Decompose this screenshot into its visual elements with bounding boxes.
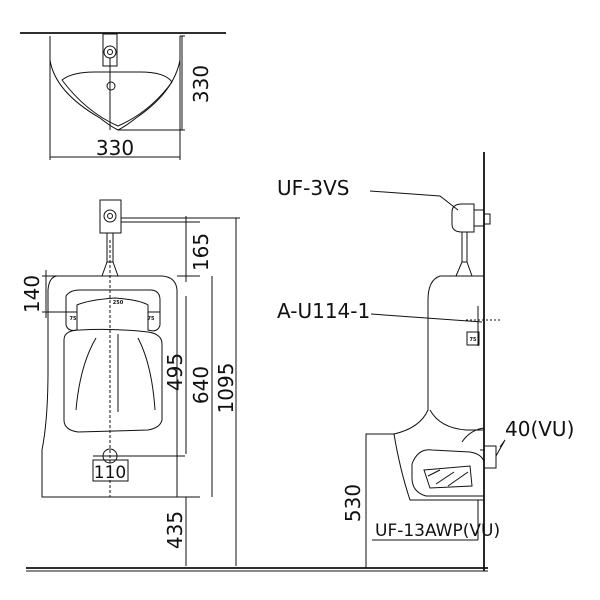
front-rim [65,289,161,332]
side-body-rim [429,409,484,431]
side-body-bottom [393,433,484,501]
side-trap-inner [423,465,473,489]
wall-hanger-label: A-U114-1 [277,299,370,323]
trap-label: UF-13AWP(VU) [375,521,500,541]
dim-110-label: 110 [94,463,126,483]
side-tiny-label: 75 [470,337,477,343]
side-hanger-box [466,331,480,346]
front-bowl [63,328,163,433]
dim-110-box [92,459,129,482]
front-tiny-label-2: 75 [70,316,77,322]
side-flush-valve [451,203,475,233]
dim-1095-label: 1095 [214,363,238,414]
top-view-drain [106,81,116,91]
dim-495-label: 495 [163,353,187,391]
side-view: 75 UF-3VS A-U114-1 40(VU) 530 UF-13AWP(V… [277,152,574,571]
front-tiny-label-1: 250 [113,300,124,306]
dim-165-label: 165 [189,233,213,271]
front-bowl-contours [75,334,156,412]
front-spud-flare [101,261,119,277]
side-body-outline [365,275,484,568]
flush-valve-label: UF-3VS [277,176,349,200]
wall-hanger-leader [370,313,483,323]
dim-640-label: 640 [189,366,213,404]
top-width-label: 330 [96,136,134,160]
top-view-spud-center [107,49,113,55]
side-outlet-flange [483,445,497,469]
side-flush-valve-inlet [473,209,485,227]
top-view-outline [49,36,181,131]
flush-valve-leader [369,190,459,211]
top-view-bowl [61,71,173,127]
dim-530-label: 530 [341,484,365,522]
dim-435-label: 435 [163,511,187,549]
front-body-outline [41,275,178,498]
front-tiny-label-3: 75 [148,316,155,322]
top-view-spud-ring [103,45,117,59]
dim-140-label: 140 [20,275,44,313]
front-flush-valve-button [103,209,117,223]
top-depth-label: 330 [189,65,213,103]
front-flush-valve-center [107,213,113,219]
outlet-leader [495,439,506,457]
side-trap-hatch [427,469,469,487]
outlet-label: 40(VU) [505,417,574,441]
side-trap-rib [461,427,485,443]
top-view: 330 330 [20,32,226,160]
side-trap-housing [411,449,485,497]
front-view: 250 75 75 140 110 165 495 640 [20,199,240,566]
front-flush-valve [99,199,122,234]
side-spud-flare [455,261,473,277]
side-flush-valve-stop [483,213,491,225]
